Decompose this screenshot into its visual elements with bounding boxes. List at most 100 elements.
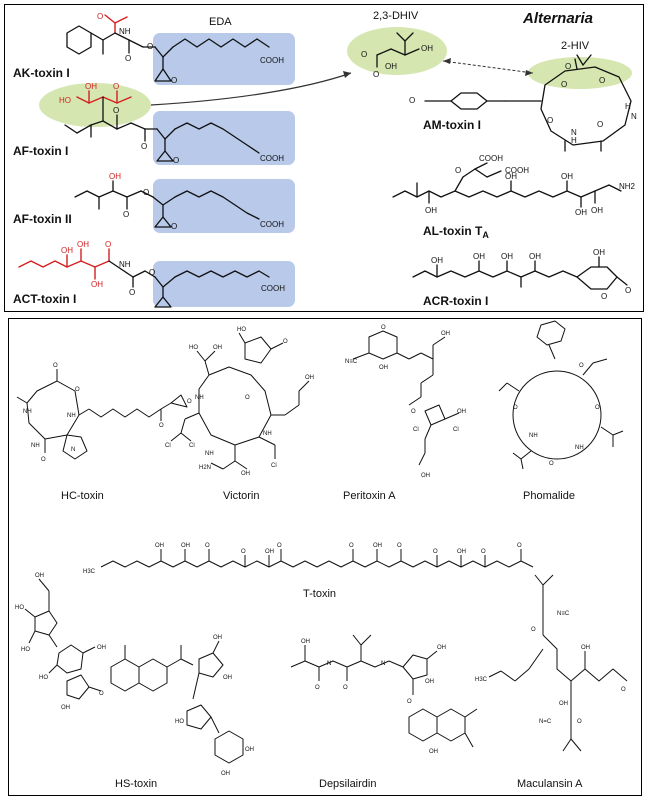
svg-text:OH: OH [109, 172, 121, 181]
svg-text:N≡C: N≡C [557, 611, 570, 617]
svg-text:O: O [105, 240, 111, 249]
dhiv-structure [376, 32, 420, 68]
svg-text:OH: OH [155, 543, 164, 549]
label-t-toxin: T-toxin [303, 588, 336, 600]
svg-text:H: H [625, 102, 631, 111]
svg-text:OH: OH [529, 252, 541, 261]
label-af-toxin-2: AF-toxin II [13, 212, 72, 226]
svg-text:OH: OH [421, 473, 430, 479]
alternaria-panel: EDA 2,3-DHIV 2-HIV Alternaria O NH O O C… [4, 4, 644, 312]
svg-text:COOH: COOH [479, 154, 503, 163]
svg-text:O: O [125, 54, 131, 63]
svg-text:OH: OH [61, 705, 70, 711]
svg-text:O: O [411, 409, 416, 415]
svg-text:NH: NH [31, 443, 40, 449]
af-toxin-2-structure [74, 180, 260, 228]
svg-text:OH: OH [457, 549, 466, 555]
svg-text:HO: HO [237, 327, 246, 333]
eda-box-af2 [153, 179, 295, 233]
label-depsilairdin: Depsilairdin [319, 778, 376, 790]
label-af-toxin-1: AF-toxin I [13, 144, 68, 158]
svg-text:OH: OH [61, 246, 73, 255]
svg-text:N: N [327, 661, 331, 667]
label-victorin: Victorin [223, 490, 259, 502]
svg-text:O: O [381, 325, 386, 331]
ak-toxin-structure [66, 14, 270, 82]
svg-text:O: O [205, 543, 210, 549]
svg-text:O: O [561, 80, 567, 89]
svg-text:O: O [143, 188, 149, 197]
svg-text:O: O [547, 116, 553, 125]
svg-text:OH: OH [437, 645, 446, 651]
svg-text:H2N: H2N [199, 465, 211, 471]
svg-text:OH: OH [425, 206, 437, 215]
svg-text:NH: NH [67, 413, 76, 419]
svg-text:HO: HO [175, 719, 184, 725]
svg-text:NH: NH [23, 409, 32, 415]
eda-box-af1 [153, 111, 295, 165]
header-dhiv: 2,3-DHIV [373, 10, 419, 22]
svg-text:O: O [113, 82, 119, 91]
hs-toxin-structure [24, 578, 244, 764]
svg-text:Cl: Cl [413, 427, 419, 433]
svg-text:N: N [381, 661, 385, 667]
svg-text:O: O [75, 387, 80, 393]
svg-text:OH: OH [245, 747, 254, 753]
svg-text:OH: OH [213, 345, 222, 351]
svg-text:OH: OH [265, 549, 274, 555]
svg-text:O: O [187, 399, 192, 405]
alternaria-structures: EDA 2,3-DHIV 2-HIV Alternaria O NH O O C… [13, 10, 637, 308]
svg-text:H: H [571, 136, 577, 145]
svg-text:O: O [149, 268, 155, 277]
svg-text:O: O [579, 363, 584, 369]
svg-text:O: O [595, 405, 600, 411]
svg-text:Cl: Cl [165, 443, 171, 449]
svg-text:N: N [71, 447, 75, 453]
svg-text:OH: OH [441, 331, 450, 337]
svg-text:OH: OH [385, 62, 397, 71]
svg-text:OH: OH [457, 409, 466, 415]
other-structures: O O NH NH O O NH O N HC-toxin HO O HO OH… [15, 320, 628, 790]
other-toxins-panel: O O NH NH O O NH O N HC-toxin HO O HO OH… [8, 318, 642, 796]
label-ak-toxin: AK-toxin I [13, 66, 70, 80]
label-peritoxin: Peritoxin A [343, 490, 396, 502]
svg-text:HO: HO [59, 96, 71, 105]
label-al-toxin: AL-toxin TA [423, 224, 489, 240]
svg-text:OH: OH [221, 771, 230, 777]
label-acr-toxin: ACR-toxin I [423, 294, 488, 308]
svg-text:OH: OH [575, 208, 587, 217]
svg-text:OH: OH [425, 679, 434, 685]
svg-text:O: O [129, 288, 135, 297]
svg-text:O: O [245, 395, 250, 401]
svg-text:OH: OH [91, 280, 103, 289]
label-am-toxin: AM-toxin I [423, 118, 481, 132]
acr-toxin-structure [412, 256, 628, 290]
dotted-arrow [442, 60, 534, 74]
svg-text:HO: HO [15, 605, 24, 611]
svg-text:O: O [283, 339, 288, 345]
maculansin-structure [488, 574, 628, 752]
svg-text:OH: OH [581, 645, 590, 651]
svg-text:OH: OH [85, 82, 97, 91]
svg-text:O: O [97, 12, 103, 21]
svg-text:H3C: H3C [475, 677, 488, 683]
svg-text:COOH: COOH [505, 166, 529, 175]
eda-box-act [153, 261, 295, 307]
svg-text:O: O [433, 549, 438, 555]
svg-text:O: O [549, 461, 554, 467]
svg-text:COOH: COOH [261, 284, 285, 293]
svg-text:H3C: H3C [83, 569, 96, 575]
svg-text:NH2: NH2 [619, 182, 636, 191]
label-phomalide: Phomalide [523, 490, 575, 502]
header-eda: EDA [209, 16, 232, 28]
svg-text:Cl: Cl [189, 443, 195, 449]
svg-text:OH: OH [241, 471, 250, 477]
svg-text:O: O [513, 405, 518, 411]
svg-text:NH: NH [195, 395, 204, 401]
svg-text:OH: OH [593, 248, 605, 257]
label-act-toxin: ACT-toxin I [13, 292, 76, 306]
svg-text:OH: OH [431, 256, 443, 265]
label-hc-toxin: HC-toxin [61, 490, 104, 502]
svg-text:O: O [455, 166, 461, 175]
svg-text:O: O [159, 423, 164, 429]
